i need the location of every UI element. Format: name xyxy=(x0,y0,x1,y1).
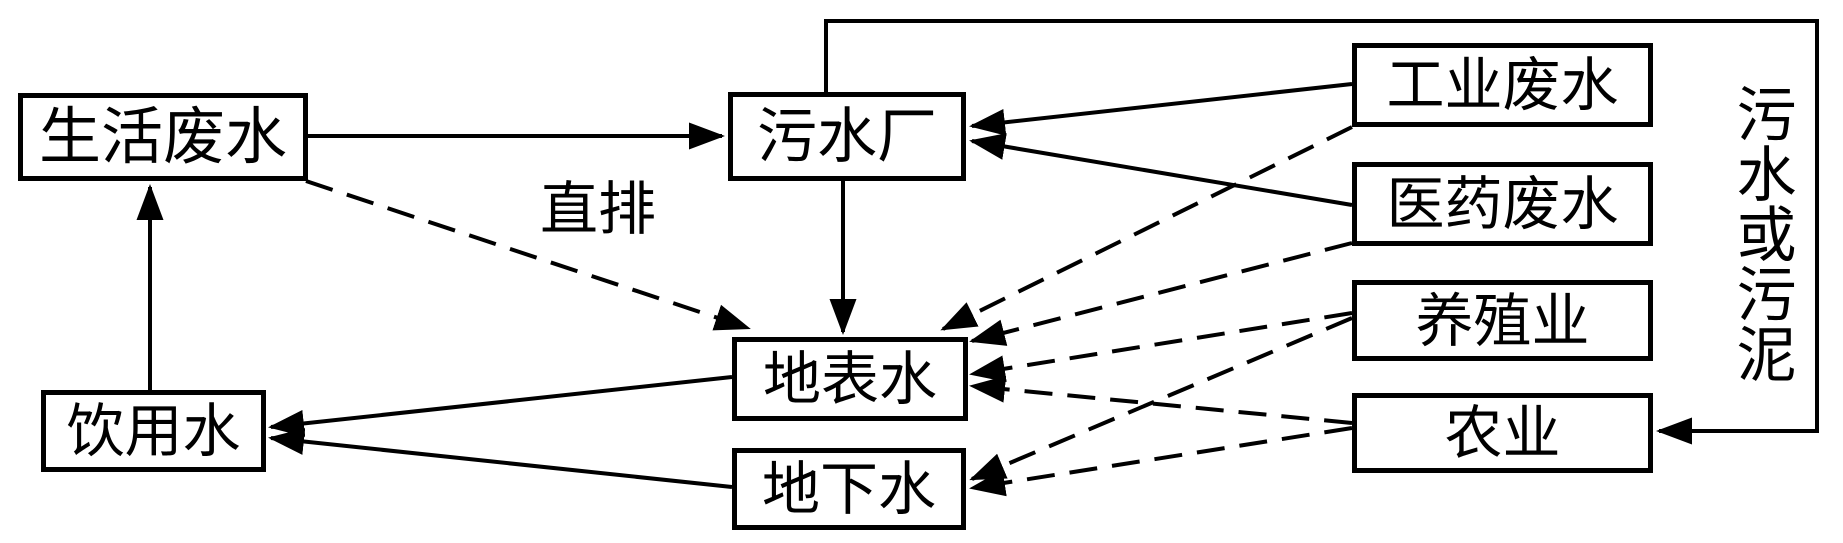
node-domestic-wastewater: 生活废水 xyxy=(18,93,308,181)
edge-pharma-to-plant xyxy=(969,133,1353,207)
edge-agriculture-to-surface xyxy=(969,375,1353,425)
label-sewage-or-sludge: 污水或污泥 xyxy=(1726,83,1796,383)
edge-livestock-to-surface xyxy=(969,311,1353,383)
edge-plant-to-agriculture-sludge xyxy=(824,19,1819,445)
node-livestock-industry: 养殖业 xyxy=(1352,280,1653,361)
edge-livestock-to-ground xyxy=(969,316,1353,481)
edge-industrial-to-plant xyxy=(969,82,1353,136)
label-direct-discharge: 直排 xyxy=(540,175,657,243)
node-agriculture: 农业 xyxy=(1352,393,1653,473)
edge-industrial-to-surface xyxy=(940,125,1353,331)
node-sewage-plant: 污水厂 xyxy=(728,92,966,181)
edge-surface-to-drinking xyxy=(268,375,733,437)
edge-domestic-direct-to-surface xyxy=(305,179,751,331)
node-ground-water: 地下水 xyxy=(732,448,966,530)
node-industrial-wastewater: 工业废水 xyxy=(1352,43,1653,127)
edge-agriculture-to-ground xyxy=(969,426,1353,497)
node-surface-water: 地表水 xyxy=(732,337,968,421)
node-drinking-water: 饮用水 xyxy=(41,390,266,472)
edge-pharma-to-surface xyxy=(969,241,1353,346)
node-pharma-wastewater: 医药废水 xyxy=(1352,162,1653,246)
edge-ground-to-drinking xyxy=(268,428,733,489)
